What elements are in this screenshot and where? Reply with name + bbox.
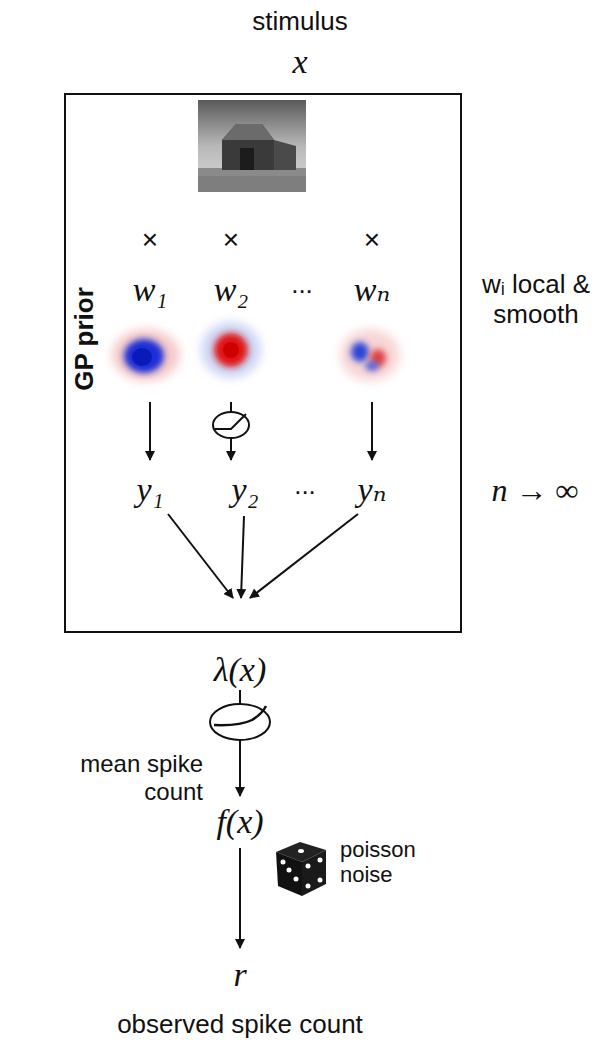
math-symbol: x	[292, 42, 307, 81]
response-label: r	[233, 955, 246, 994]
ellipsis: ...	[294, 471, 316, 501]
dice-icon	[276, 842, 326, 896]
note-text: poisson noise	[340, 837, 420, 888]
stimulus-photo	[198, 100, 306, 192]
arrows	[150, 402, 372, 948]
operator: ×	[364, 224, 380, 256]
operator: ×	[223, 224, 239, 256]
limit-label: n → ∞	[492, 472, 579, 509]
filter-n	[340, 329, 400, 381]
note-text: observed spike count	[90, 1010, 390, 1040]
ellipsis: ...	[291, 270, 313, 300]
filter-2	[201, 322, 261, 378]
weight-label: w₁	[133, 270, 168, 309]
exp-symbol	[210, 704, 270, 740]
filter-1	[112, 329, 180, 381]
weight-label: w₂	[214, 270, 249, 309]
note-text: mean spike count	[53, 750, 203, 805]
unit-label: y₁	[137, 470, 164, 509]
unit-label: y₂	[232, 470, 259, 509]
gp-prior-box: GP prior	[64, 93, 462, 633]
unit-label: yₙ	[358, 470, 387, 509]
relu-symbol	[213, 412, 249, 438]
rate-label: λ(x)	[214, 650, 266, 689]
operator: ×	[142, 224, 158, 256]
weight-label: wₙ	[354, 270, 390, 309]
mean-label: f(x)	[216, 802, 263, 841]
box-heading: GP prior	[69, 287, 100, 391]
caption-text: stimulus	[252, 7, 347, 37]
note-text: wᵢ local & smooth	[466, 270, 606, 330]
